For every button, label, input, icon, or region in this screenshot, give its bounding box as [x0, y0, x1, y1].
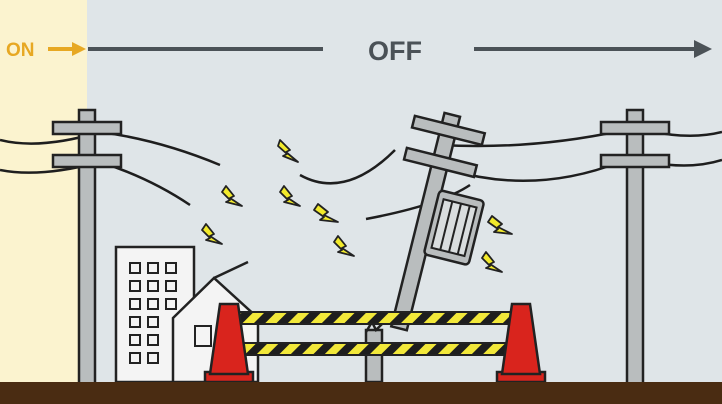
spark-icon: [279, 185, 301, 207]
spark-icon: [277, 139, 299, 163]
spark-icon: [313, 203, 339, 223]
traffic-cone-right-icon: [495, 302, 547, 384]
on-label: ON: [6, 40, 35, 61]
transformer-icon: [423, 189, 485, 266]
spark-icon: [333, 235, 355, 257]
spark-icon: [221, 185, 243, 207]
on-arrow-icon: [48, 42, 86, 56]
utility-pole-right-icon: [599, 108, 671, 388]
spark-icon: [487, 215, 513, 235]
spark-icons: [201, 139, 513, 273]
off-label: OFF: [368, 36, 422, 66]
spark-icon: [481, 251, 503, 273]
broken-pole-icon: [389, 111, 487, 332]
ground: [0, 382, 722, 404]
off-arrow-icon: [474, 40, 712, 58]
on-zone: [0, 0, 87, 404]
spark-icon: [201, 223, 223, 245]
